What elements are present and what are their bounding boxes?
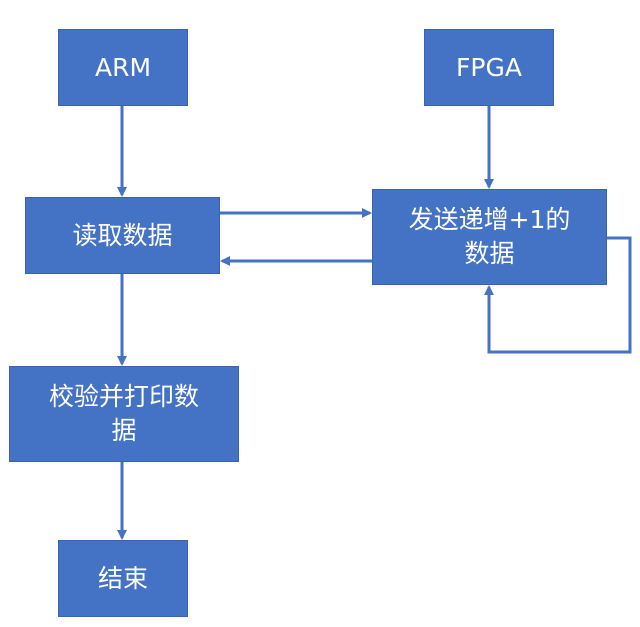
send-increment-label-line2: 数据 <box>464 239 515 268</box>
send-increment-node: 发送递增+1的 数据 <box>372 189 607 285</box>
arrow-send-loop <box>484 236 632 354</box>
arm-node: ARM <box>58 29 188 106</box>
fpga-node: FPGA <box>424 29 554 106</box>
arm-label: ARM <box>94 52 152 82</box>
verify-print-label-line1: 校验并打印数 <box>48 382 199 412</box>
verify-print-label-line2: 据 <box>111 416 137 445</box>
send-increment-label-line1: 发送递增+1的 <box>408 205 571 235</box>
end-label: 结束 <box>97 563 148 593</box>
fpga-label: FPGA <box>456 52 522 82</box>
read-data-label: 读取数据 <box>72 220 173 250</box>
end-node: 结束 <box>58 540 188 617</box>
read-data-node: 读取数据 <box>25 197 220 274</box>
verify-print-node: 校验并打印数 据 <box>9 366 239 462</box>
